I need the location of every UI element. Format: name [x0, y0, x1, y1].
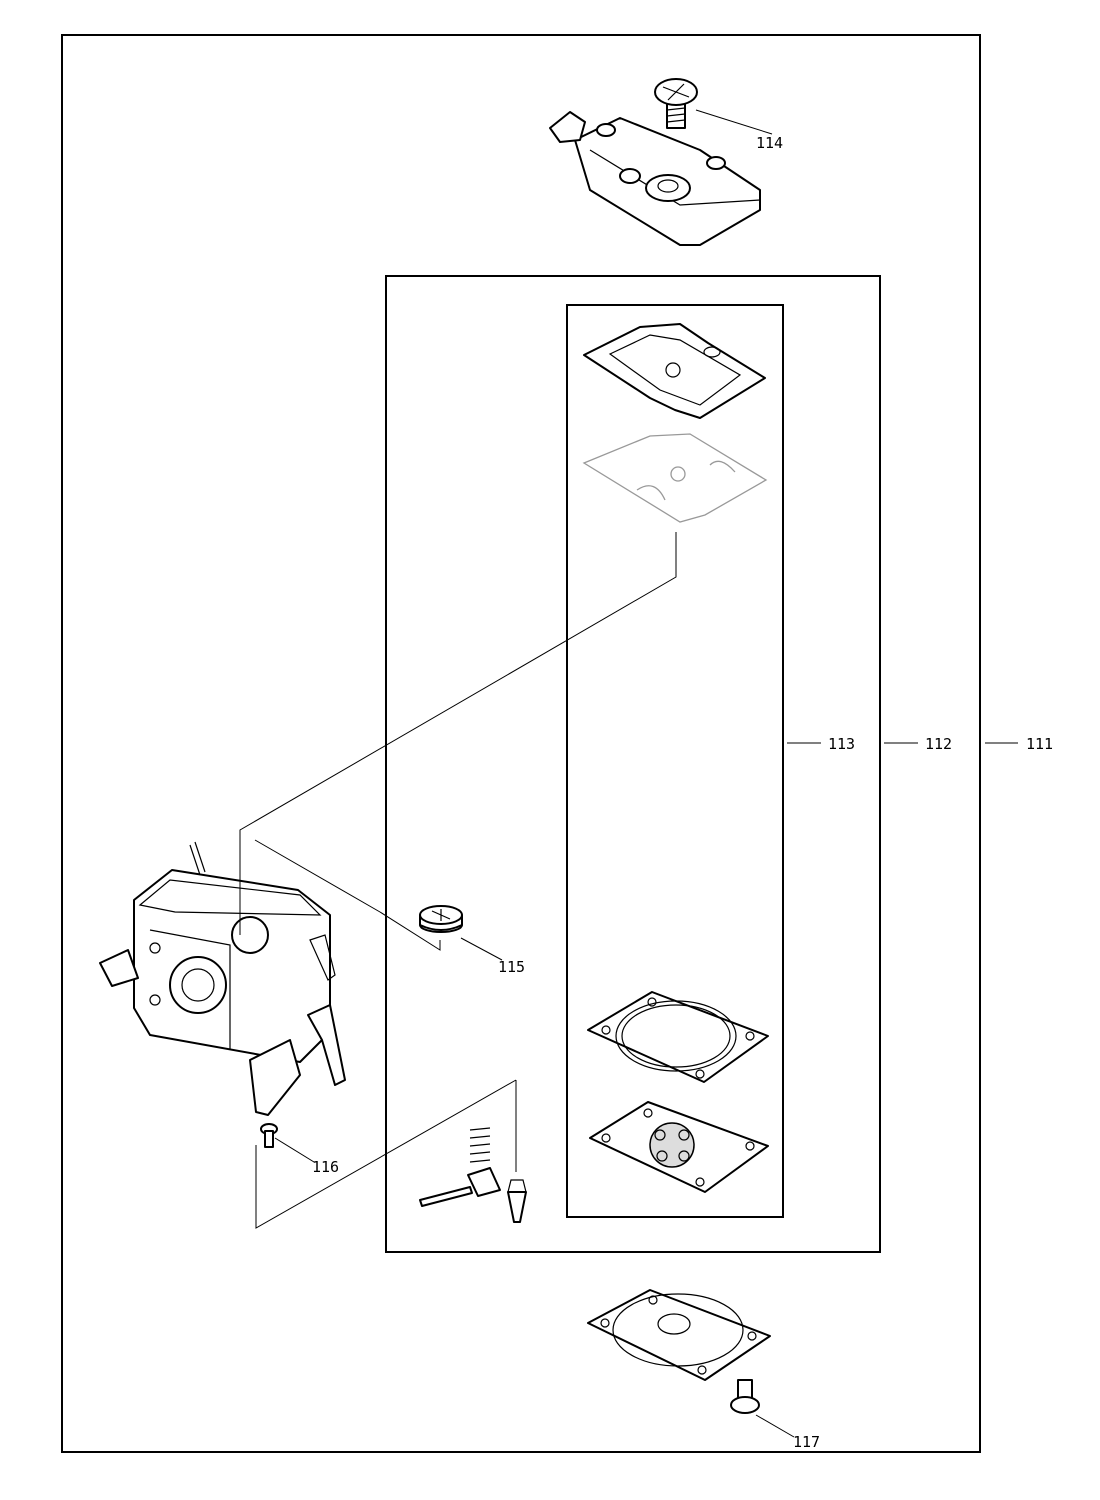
needle-valve-parts: [419, 1127, 527, 1223]
screw-117: [730, 1379, 760, 1414]
round-gasket: [587, 991, 769, 1083]
kit-112-frame: [385, 275, 881, 1253]
label-111: 111: [1026, 735, 1053, 753]
kit-113-frame: [566, 304, 784, 1218]
label-117: 117: [793, 1433, 820, 1451]
label-112: 112: [925, 735, 952, 753]
label-116: 116: [312, 1158, 339, 1176]
label-115: 115: [498, 958, 525, 976]
screw-116: [260, 1123, 278, 1148]
diaphragm-light: [582, 433, 768, 523]
plug-115: [419, 905, 463, 933]
cover-part: [549, 111, 761, 246]
gasket-top: [583, 323, 766, 419]
valve-diaphragm: [589, 1101, 769, 1193]
outer-frame: [61, 34, 981, 1453]
bottom-cover: [587, 1289, 771, 1381]
carburetor-body: [99, 841, 346, 1116]
label-114: 114: [756, 134, 783, 152]
label-113: 113: [828, 735, 855, 753]
leader-lines: [239, 109, 1018, 1438]
screw-114: [654, 78, 698, 129]
